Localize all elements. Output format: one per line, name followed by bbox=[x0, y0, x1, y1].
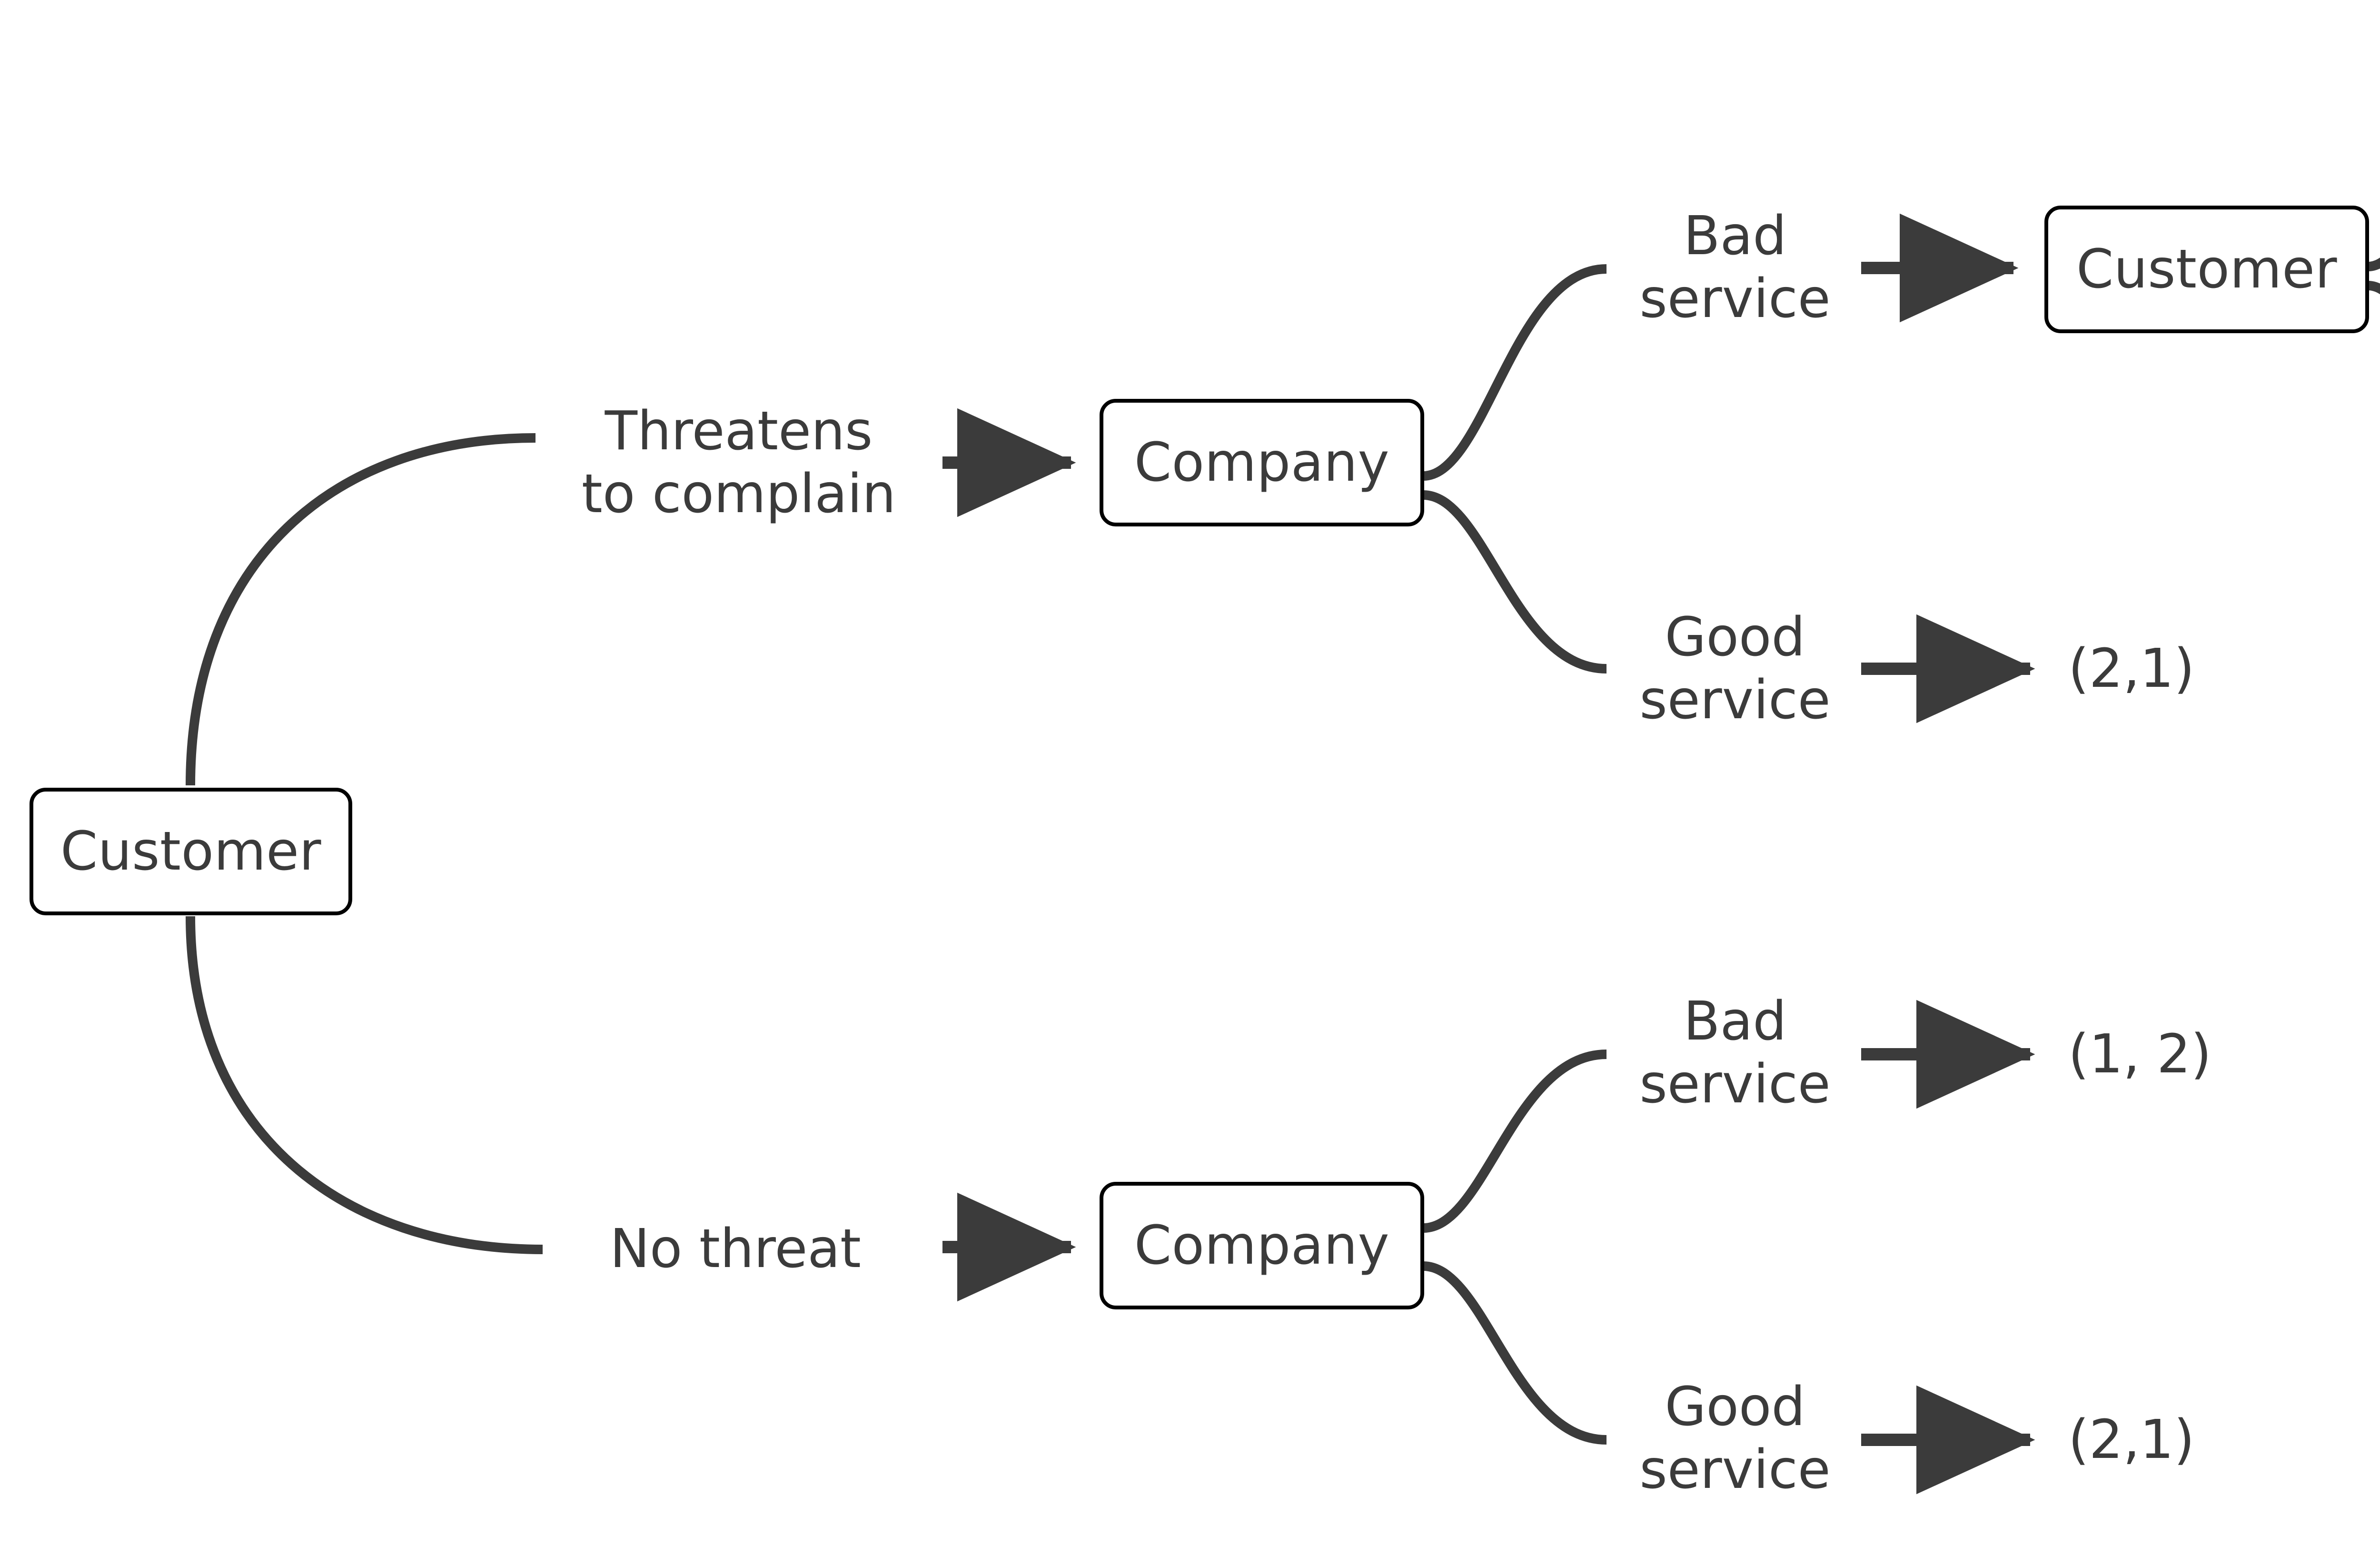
node-company-upper[interactable]: Company bbox=[1100, 399, 1424, 526]
edge-label-good-service-upper: Good service bbox=[1639, 606, 1831, 731]
node-label: Customer bbox=[2076, 238, 2338, 300]
edge-label-no-threat: No threat bbox=[610, 1218, 861, 1280]
edge-curve-complain bbox=[2368, 258, 2380, 271]
edge-curve-threat bbox=[186, 433, 536, 786]
payoff-good-service-lower: (2,1) bbox=[2068, 1409, 2195, 1471]
edge-label-threatens-to-complain: Threatens to complain bbox=[581, 400, 896, 525]
edge-label-bad-service-upper: Bad service bbox=[1639, 205, 1831, 330]
edge-label-good-service-lower: Good service bbox=[1639, 1376, 1831, 1501]
payoff-good-service-upper: (2,1) bbox=[2068, 638, 2195, 700]
edge-curve-bad-lower bbox=[1423, 1050, 1607, 1233]
node-label: Company bbox=[1134, 432, 1390, 494]
payoff-bad-service-lower: (1, 2) bbox=[2068, 1023, 2212, 1085]
edge-curve-no-threat bbox=[186, 916, 543, 1254]
edge-curve-bad-upper bbox=[1423, 264, 1607, 481]
edge-label-bad-service-lower: Bad service bbox=[1639, 990, 1831, 1115]
node-company-lower[interactable]: Company bbox=[1100, 1182, 1424, 1309]
edge-curve-good-upper bbox=[1423, 490, 1607, 674]
node-customer-upper[interactable]: Customer bbox=[2044, 206, 2369, 333]
edge-curve-good-lower bbox=[1423, 1261, 1607, 1445]
node-label: Company bbox=[1134, 1215, 1390, 1277]
node-label: Customer bbox=[60, 821, 322, 882]
node-customer-root[interactable]: Customer bbox=[30, 788, 352, 915]
edge-curve-do-not-complain bbox=[2368, 281, 2380, 295]
